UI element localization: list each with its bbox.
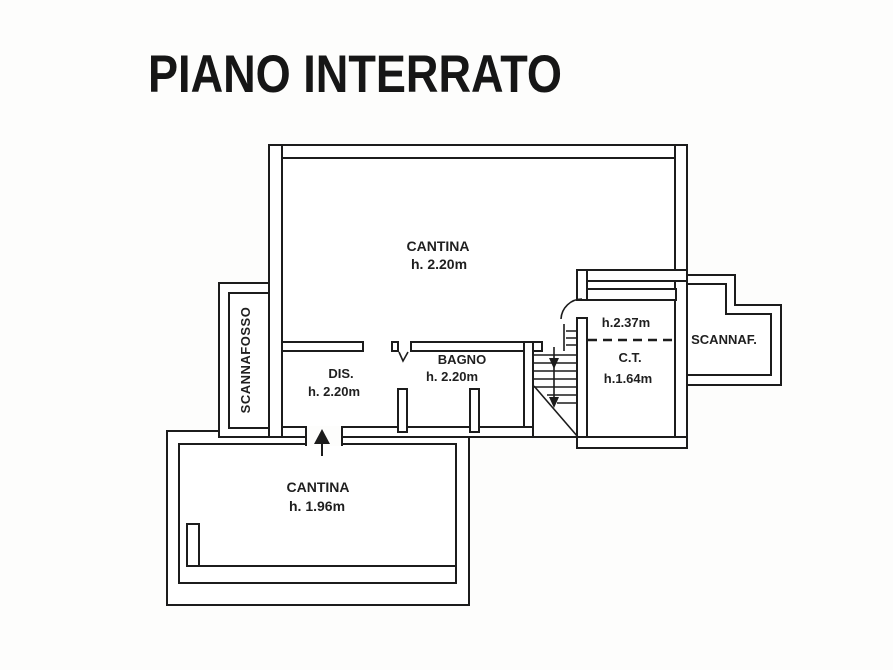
- wall-ct-left-upper: [576, 269, 588, 301]
- wall-left: [268, 144, 283, 438]
- wall-cavity-top: [576, 269, 688, 282]
- label-cantina-upper: CANTINA: [407, 238, 470, 254]
- label-ct-upper-height: h.2.37m: [602, 315, 650, 330]
- wall-dis-top: [281, 341, 364, 352]
- stairs-down-arrowhead-icon: [549, 358, 559, 369]
- wall-ct-top: [576, 288, 677, 301]
- label-bagno: BAGNO: [438, 352, 486, 367]
- label-cantina-lower-height: h. 1.96m: [289, 498, 345, 514]
- wall-mid-bottom-right: [341, 426, 534, 438]
- wall-ct-bottom: [576, 436, 688, 449]
- walls: [268, 144, 688, 449]
- stairs-down-arrowhead-icon: [549, 397, 559, 408]
- ct-room-marks: [560, 298, 675, 342]
- plan-title: PIANO INTERRATO: [148, 45, 562, 104]
- wall-bagno-door-cap: [391, 341, 399, 352]
- entrance-up-arrow: [314, 429, 330, 456]
- wall-bagno-right: [523, 341, 534, 438]
- room-cantina-lower: [166, 430, 470, 606]
- entrance-arrowhead-icon: [314, 429, 330, 444]
- wall-mid-bottom-left: [281, 426, 307, 438]
- label-bagno-height: h. 2.20m: [426, 369, 478, 384]
- wall-bagno-top: [410, 341, 534, 352]
- label-cantina-lower: CANTINA: [287, 479, 350, 495]
- wall-top: [268, 144, 688, 159]
- wall-partition-2: [469, 388, 480, 433]
- stair-upper-flight: [563, 324, 577, 351]
- label-dis: DIS.: [328, 366, 353, 381]
- label-ct-height: h.1.64m: [604, 371, 652, 386]
- ct-door-swing-arc: [560, 298, 583, 320]
- stair-break-line: [533, 385, 579, 438]
- wall-stair-stub: [532, 341, 543, 352]
- wall-partition-1: [397, 388, 408, 433]
- label-ct: C.T.: [618, 350, 641, 365]
- interior-step: [186, 523, 200, 567]
- label-scannafosso: SCANNAFOSSO: [238, 307, 253, 414]
- room-scannaf: [687, 274, 782, 386]
- staircase: [533, 324, 579, 438]
- label-cantina-upper-height: h. 2.20m: [411, 256, 467, 272]
- wall-ct-left-lower: [576, 317, 588, 449]
- label-dis-height: h. 2.20m: [308, 384, 360, 399]
- label-scannaf: SCANNAF.: [691, 332, 757, 347]
- bagno-door-swing: [398, 351, 409, 363]
